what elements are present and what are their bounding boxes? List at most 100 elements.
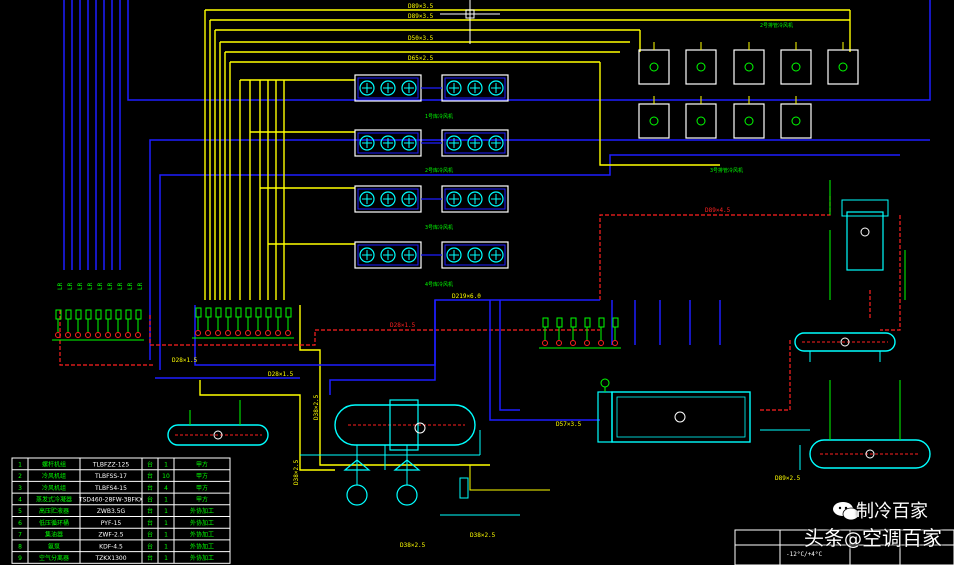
evaporator-box[interactable]	[827, 42, 859, 85]
row-no: 9	[18, 555, 22, 562]
row-model: TLBFZZ-125	[92, 461, 129, 468]
watermark-at: @	[844, 529, 862, 550]
row-unit: 台	[147, 542, 153, 550]
row-name: 蒸发式冷凝器	[36, 496, 72, 504]
oil-collector-vessel[interactable]	[167, 400, 269, 446]
cooler-fan-icon	[359, 80, 375, 96]
evaporator-box[interactable]	[780, 42, 812, 85]
air-separator-vessel[interactable]	[760, 380, 931, 470]
row-note: 甲方	[196, 472, 208, 480]
evaporator-box[interactable]	[733, 96, 765, 139]
group-label-room-4: 4号库冷风机	[425, 281, 453, 288]
cooler-fan-icon	[359, 247, 375, 263]
cooler-fan-icon	[401, 80, 417, 96]
row-name: 空气分离器	[39, 554, 69, 562]
evaporator-box[interactable]	[638, 42, 670, 85]
lr-tag: LR	[137, 282, 144, 290]
low-pressure-circulation-vessel[interactable]	[300, 399, 550, 516]
cooler-motor-icon	[467, 191, 483, 207]
row-no: 8	[18, 543, 22, 550]
left-blue-risers	[63, 0, 931, 370]
air-cooler-unit[interactable]	[354, 74, 422, 102]
pipe-label-bottom-2: D38×2.5	[470, 532, 496, 539]
screw-compressor-unit[interactable]	[597, 378, 751, 443]
valve-manifold-right[interactable]	[539, 317, 621, 349]
cooler-fan-icon	[401, 247, 417, 263]
row-qty: 4	[164, 485, 168, 492]
air-cooler-unit[interactable]	[441, 74, 509, 102]
evaporator-box[interactable]	[733, 42, 765, 85]
row-note: 外协加工	[190, 531, 214, 539]
row-model: ZWF-2.5	[98, 532, 123, 539]
lr-tag: LR	[97, 282, 104, 290]
row-name: 高压贮液器	[39, 507, 69, 515]
air-cooler-unit[interactable]	[354, 241, 422, 269]
group-label-room-1: 1号库冷风机	[425, 113, 453, 120]
evaporator-box-array	[638, 42, 859, 139]
row-note: 外协加工	[190, 507, 214, 515]
air-cooler-unit[interactable]	[354, 185, 422, 213]
cooler-motor-icon	[380, 247, 396, 263]
row-qty: 1	[164, 520, 168, 527]
valve-manifold-left[interactable]	[52, 309, 144, 341]
valve-manifold-center[interactable]	[192, 307, 294, 339]
row-model: TSD460-28FW-3BFKX	[78, 497, 143, 504]
group-label-room-2: 2号库冷风机	[425, 167, 453, 174]
cooler-fan-icon	[401, 135, 417, 151]
evaporative-condenser[interactable]	[829, 180, 906, 300]
cooler-fan-icon	[359, 191, 375, 207]
cooler-motor-icon	[467, 247, 483, 263]
group-label-tank-1: 2号排管冷风机	[760, 22, 793, 29]
cad-crosshair-icon[interactable]	[440, 0, 500, 44]
air-cooler-unit[interactable]	[441, 185, 509, 213]
pipe-label-top-4: D65×2.5	[408, 55, 434, 62]
wechat-logo-icon	[833, 502, 860, 521]
row-model: TLBFSS-17	[94, 473, 127, 480]
group-label-tank-2: 3号排管冷风机	[710, 167, 743, 174]
row-qty: 1	[164, 461, 168, 468]
row-name: 冷风机组	[42, 472, 66, 480]
row-note: 甲方	[196, 484, 208, 492]
cooler-fan-icon	[446, 247, 462, 263]
row-name: 低压循环桶	[39, 519, 69, 527]
cooler-fan-icon	[488, 247, 504, 263]
evaporator-box[interactable]	[685, 42, 717, 85]
row-qty: 1	[164, 532, 168, 539]
cooler-fan-icon	[446, 80, 462, 96]
air-cooler-array	[354, 74, 509, 269]
cooler-fan-icon	[488, 191, 504, 207]
high-pressure-receiver[interactable]	[794, 332, 896, 362]
group-label-room-3: 3号库冷风机	[425, 224, 453, 231]
pipe-label-vert-2: D38×2.5	[313, 394, 320, 420]
pipe-label-bottom-1: D38×2.5	[400, 542, 426, 549]
air-cooler-unit[interactable]	[441, 241, 509, 269]
row-note: 外协加工	[190, 519, 214, 527]
row-unit: 台	[147, 531, 153, 539]
air-cooler-unit[interactable]	[441, 129, 509, 157]
pipe-label-right-1: D57×3.5	[556, 421, 582, 428]
lr-tag: LR	[77, 282, 84, 290]
row-unit: 台	[147, 519, 153, 527]
row-qty: 1	[164, 508, 168, 515]
lr-tag: LR	[107, 282, 114, 290]
watermark-platform: 头条	[804, 526, 844, 550]
row-note: 外协加工	[190, 554, 214, 562]
cooler-fan-icon	[488, 80, 504, 96]
row-name: 冷风机组	[42, 484, 66, 492]
cooler-fan-icon	[488, 135, 504, 151]
air-cooler-unit[interactable]	[354, 129, 422, 157]
row-no: 2	[18, 473, 22, 480]
row-model: ZWB3.5G	[97, 508, 126, 515]
evaporator-box[interactable]	[638, 96, 670, 139]
evaporator-box[interactable]	[780, 96, 812, 139]
pipe-label-top-3: D50×3.5	[408, 35, 434, 42]
evaporator-box[interactable]	[685, 96, 717, 139]
cooler-motor-icon	[467, 135, 483, 151]
